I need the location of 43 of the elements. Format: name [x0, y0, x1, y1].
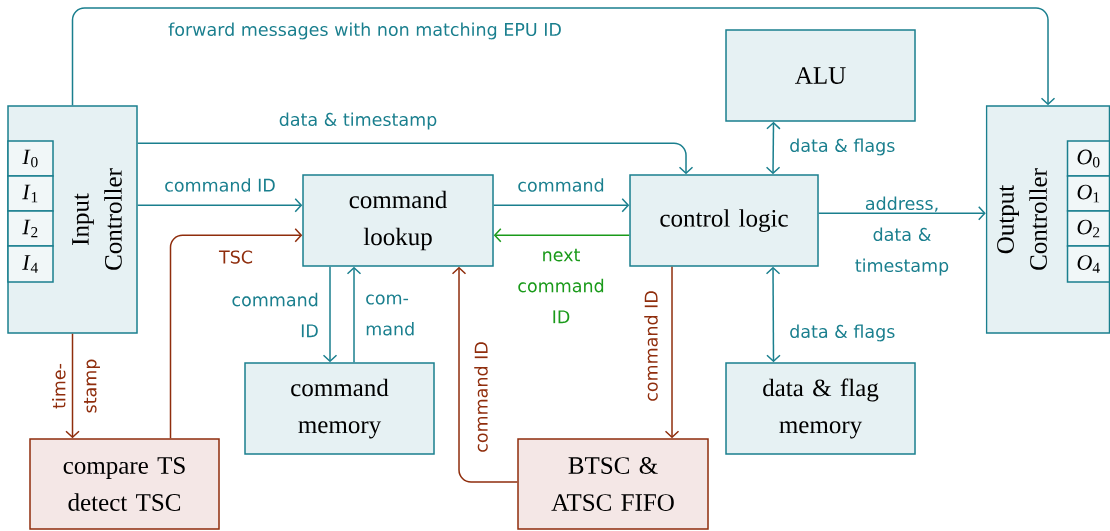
arrow	[137, 142, 694, 175]
port-box: O$_{0}$	[1066, 140, 1110, 177]
edge-label: command ID	[165, 178, 275, 192]
arrow	[169, 228, 303, 439]
arrow	[664, 266, 680, 439]
edge-label: data & timestamp	[279, 112, 437, 130]
process-box: command memory	[244, 362, 435, 455]
arrow	[322, 266, 338, 363]
edge-label: address, data & timestamp	[855, 196, 949, 276]
edge-label: command	[518, 178, 604, 192]
port-box: I$_{0}$	[7, 140, 54, 177]
process-box: BTSC & ATSC FIFO	[517, 438, 709, 530]
edge-label: forward messages with non matching EPU ID	[168, 22, 561, 40]
process-box: command lookup	[302, 174, 494, 267]
arrow	[137, 198, 303, 213]
arrow	[818, 206, 986, 221]
process-box: control logic	[629, 174, 819, 267]
port-box: O$_{4}$	[1066, 245, 1110, 283]
process-box: ALU	[725, 29, 916, 122]
edge-label: TSC	[218, 250, 253, 264]
arrow	[346, 266, 362, 363]
edge-label: command ID	[232, 292, 318, 338]
process-box: compare TS detect TSC	[29, 438, 220, 530]
arrow	[765, 121, 781, 175]
arrow	[65, 333, 80, 439]
port-box: I$_{1}$	[7, 175, 54, 212]
edge-label: data & flags	[790, 138, 895, 156]
arrow	[71, 7, 1056, 106]
port-box: I$_{4}$	[7, 245, 54, 283]
edge-label: command ID	[644, 291, 658, 401]
edge-label: command ID	[474, 342, 488, 452]
arrow	[451, 266, 518, 483]
port-box: O$_{1}$	[1066, 175, 1110, 212]
process-box: data & flag memory	[725, 362, 916, 455]
arrow	[493, 228, 630, 243]
port-box: O$_{2}$	[1066, 210, 1110, 247]
edge-label: next command ID	[518, 248, 604, 324]
edge-label: com- mand	[366, 294, 414, 336]
port-box: I$_{2}$	[7, 210, 54, 247]
edge-label: data & flags	[790, 324, 895, 342]
arrow	[765, 266, 781, 363]
arrow	[493, 198, 630, 213]
edge-label: time- stamp	[52, 359, 100, 413]
